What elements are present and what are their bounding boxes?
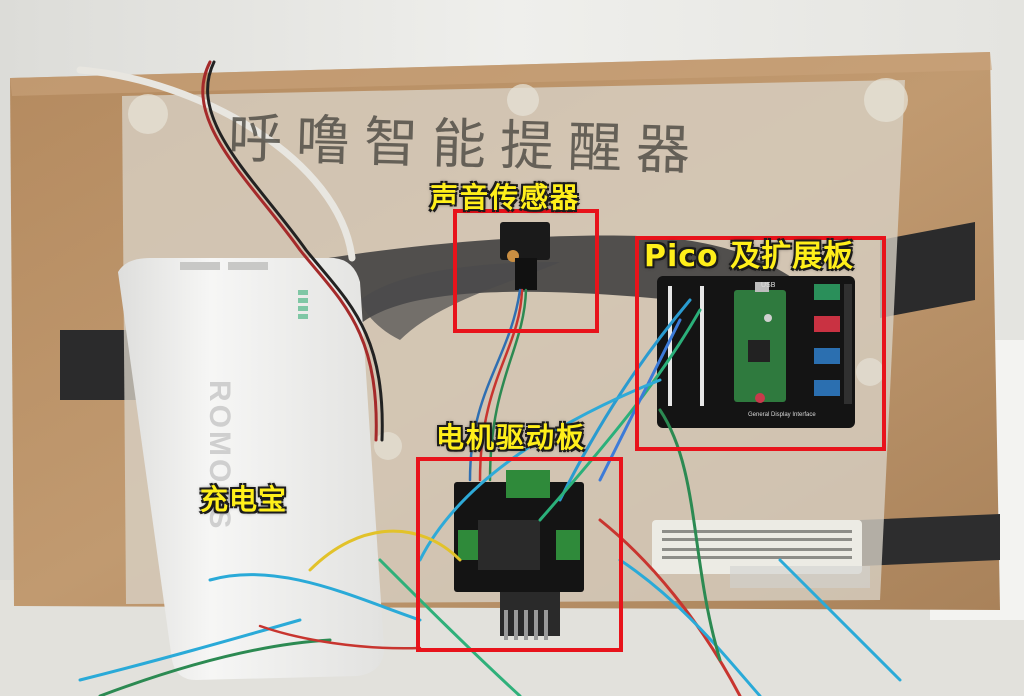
label-motor-driver: 电机驱动板 (436, 421, 587, 454)
highlight-box-pico-board (635, 236, 886, 451)
suction-cup-4 (856, 358, 884, 386)
sound-sensor-connector (515, 258, 537, 290)
breadboard (652, 520, 862, 574)
board-caption: General Display Interface (748, 412, 816, 418)
power-bank-battery-indicator (298, 290, 308, 319)
panel-title-handwriting: 呼噜智能提醒器 (227, 106, 705, 183)
power-bank (118, 258, 384, 680)
tape-right (880, 222, 975, 318)
board-usb-label: USB (761, 282, 776, 289)
highlight-box-motor-driver (416, 457, 623, 652)
suction-cup-3 (864, 78, 908, 122)
wires (76, 60, 902, 696)
suction-cup-2 (507, 84, 539, 116)
tape-bottom-right (860, 514, 1000, 566)
highlight-box-sound-sensor (453, 209, 599, 333)
label-sound-sensor: 声音传感器 (430, 181, 581, 214)
label-power-bank: 充电宝 (200, 483, 288, 516)
suction-cup-5 (374, 432, 402, 460)
label-pico-board: Pico 及扩展板 (644, 239, 855, 274)
suction-cup-1 (128, 94, 168, 134)
